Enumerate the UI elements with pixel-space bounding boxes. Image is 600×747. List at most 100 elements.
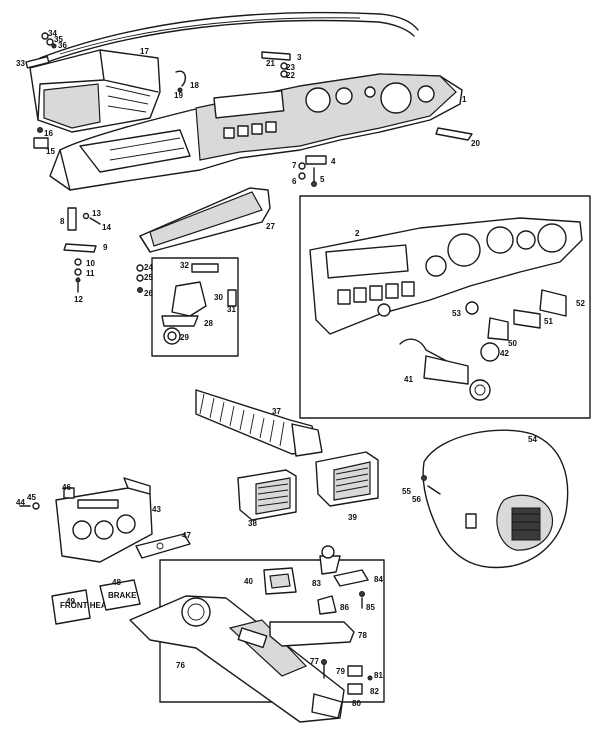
callout-10: 10 [86, 259, 95, 268]
callout-36: 36 [58, 41, 67, 50]
bracket-parts-left [63, 207, 101, 293]
callout-46: 46 [62, 483, 71, 492]
callout-5: 5 [320, 175, 325, 184]
callout-81: 81 [374, 671, 383, 680]
switch-label-brake: BRAKE [108, 591, 137, 600]
switch-cover-plate [135, 533, 191, 559]
callout-31: 31 [227, 305, 236, 314]
callout-12: 12 [74, 295, 83, 304]
callout-30: 30 [214, 293, 223, 302]
callout-20: 20 [471, 139, 480, 148]
rocker-switch-left: FRONT HEAT [51, 589, 111, 625]
callout-3: 3 [297, 53, 302, 62]
callout-76: 76 [176, 661, 185, 670]
callout-42: 42 [500, 349, 509, 358]
callout-21: 21 [266, 59, 275, 68]
console-ashtray [263, 567, 297, 595]
switch-label-front-heat: FRONT HEAT [60, 601, 111, 610]
screw-set-top-left [41, 32, 57, 49]
callout-39: 39 [348, 513, 357, 522]
heater-hose [195, 389, 323, 457]
callout-28: 28 [204, 319, 213, 328]
callout-4: 4 [331, 157, 336, 166]
callout-40: 40 [244, 577, 253, 586]
callout-19: 19 [174, 91, 183, 100]
callout-86: 86 [340, 603, 349, 612]
callout-82: 82 [370, 687, 379, 696]
callout-17: 17 [140, 47, 149, 56]
callout-18: 18 [190, 81, 199, 90]
callout-41: 41 [404, 375, 413, 384]
console-lid [269, 621, 355, 647]
callout-15: 15 [46, 147, 55, 156]
screw-washer-pair [19, 502, 40, 510]
control-knobs [465, 289, 567, 341]
wire-clip [175, 70, 187, 93]
callout-45: 45 [27, 493, 36, 502]
dashboard-inset-frame [299, 195, 591, 419]
callout-51: 51 [544, 317, 553, 326]
callout-25: 25 [144, 273, 153, 282]
callout-29: 29 [180, 333, 189, 342]
callout-1: 1 [462, 95, 467, 104]
air-vent-left [237, 469, 297, 521]
callout-14: 14 [102, 223, 111, 232]
callout-35: 35 [54, 35, 63, 44]
glove-box-strip [25, 55, 50, 69]
callout-6: 6 [292, 177, 297, 186]
callout-13: 13 [92, 209, 101, 218]
dashboard-switch-row [223, 121, 277, 139]
cigar-lighter-assembly [399, 338, 500, 401]
callout-83: 83 [312, 579, 321, 588]
ignition-switch-assembly [136, 263, 237, 345]
callout-27: 27 [266, 222, 275, 231]
callout-2: 2 [355, 229, 360, 238]
callout-56: 56 [412, 495, 421, 504]
ignition-switch-inset-frame [151, 257, 239, 357]
small-bracket-left [33, 127, 49, 149]
callout-54: 54 [528, 435, 537, 444]
dashboard-panel [49, 73, 463, 191]
air-vent-right [315, 451, 379, 507]
switch-panel-bracket [55, 477, 153, 563]
dashboard-gauge-holes [305, 82, 435, 114]
callout-9: 9 [103, 243, 108, 252]
console-small-parts [317, 545, 373, 695]
callout-48: 48 [112, 578, 121, 587]
callout-43: 43 [152, 505, 161, 514]
windscreen-trim-strip [39, 11, 419, 65]
callout-37: 37 [272, 407, 281, 416]
callout-84: 84 [374, 575, 383, 584]
callout-26: 26 [144, 289, 153, 298]
heater-cover [421, 429, 569, 569]
callout-24: 24 [144, 263, 153, 272]
callout-33: 33 [16, 59, 25, 68]
callout-78: 78 [358, 631, 367, 640]
callout-53: 53 [452, 309, 461, 318]
callout-77: 77 [310, 657, 319, 666]
callout-85: 85 [366, 603, 375, 612]
callout-52: 52 [576, 299, 585, 308]
callout-79: 79 [336, 667, 345, 676]
callout-16: 16 [44, 129, 53, 138]
bracket-with-screws-centre [298, 155, 327, 187]
callout-23: 23 [286, 63, 295, 72]
callout-labels: 1 2 3 4 5 6 7 8 9 10 11 12 13 14 15 16 1… [16, 29, 585, 708]
callout-50: 50 [508, 339, 517, 348]
callout-80: 80 [352, 699, 361, 708]
callout-7: 7 [292, 161, 297, 170]
bracket-plate-right [435, 127, 473, 141]
glove-box [29, 49, 161, 133]
callout-22: 22 [286, 71, 295, 80]
callout-47: 47 [182, 531, 191, 540]
centre-console [129, 595, 345, 723]
callout-49: 49 [66, 597, 75, 606]
inset-switch-row [337, 281, 415, 305]
callout-38: 38 [248, 519, 257, 528]
callout-8: 8 [60, 217, 65, 226]
callout-55: 55 [402, 487, 411, 496]
callout-11: 11 [86, 269, 95, 278]
rocker-switch-right: BRAKE [99, 579, 141, 611]
